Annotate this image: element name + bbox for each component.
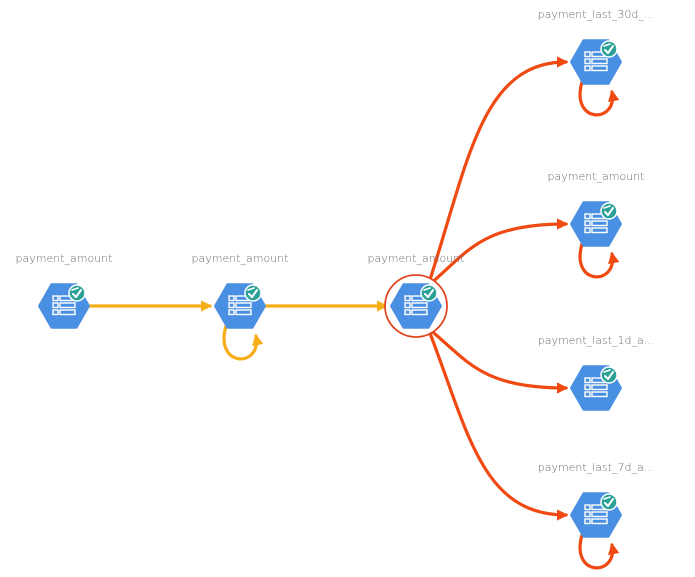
node-label: payment_amount	[548, 170, 645, 183]
table-icon	[404, 295, 428, 316]
node-label: payment_amount	[368, 252, 465, 265]
check-badge-icon	[600, 366, 618, 384]
lineage-node-n6[interactable]: payment_last_1d_a...	[538, 334, 655, 411]
lineage-node-n2[interactable]: payment_amount	[192, 252, 289, 361]
edge-n3-n6[interactable]	[426, 326, 569, 394]
table-icon	[52, 295, 76, 316]
lineage-node-n4[interactable]: payment_last_30d_...	[538, 8, 655, 117]
node-label: payment_last_30d_...	[538, 8, 655, 21]
edge-n3-n7[interactable]	[426, 326, 569, 521]
nodes-layer: payment_amount payment_amount payment_amou…	[16, 8, 655, 570]
table-icon	[584, 51, 608, 72]
self-loop-n5[interactable]	[578, 242, 620, 279]
self-loop-n4[interactable]	[578, 80, 620, 117]
lineage-node-n7[interactable]: payment_last_7d_a...	[538, 461, 655, 570]
node-label: payment_amount	[192, 252, 289, 265]
self-loop-n2[interactable]	[222, 324, 264, 361]
edges-layer	[88, 56, 569, 521]
node-label: payment_amount	[16, 252, 113, 265]
check-badge-icon	[600, 202, 618, 220]
edge-n3-n4[interactable]	[426, 56, 569, 288]
edge-n3-n5[interactable]	[426, 218, 569, 288]
check-badge-icon	[68, 284, 86, 302]
check-badge-icon	[600, 40, 618, 58]
node-label: payment_last_1d_a...	[538, 334, 655, 347]
check-badge-icon	[244, 284, 262, 302]
check-badge-icon	[420, 284, 438, 302]
lineage-node-n1[interactable]: payment_amount	[16, 252, 113, 329]
node-label: payment_last_7d_a...	[538, 461, 655, 474]
check-badge-icon	[600, 493, 618, 511]
lineage-node-n3[interactable]: payment_amount	[368, 252, 465, 338]
table-icon	[228, 295, 252, 316]
self-loop-n7[interactable]	[578, 533, 620, 570]
lineage-node-n5[interactable]: payment_amount	[548, 170, 645, 279]
